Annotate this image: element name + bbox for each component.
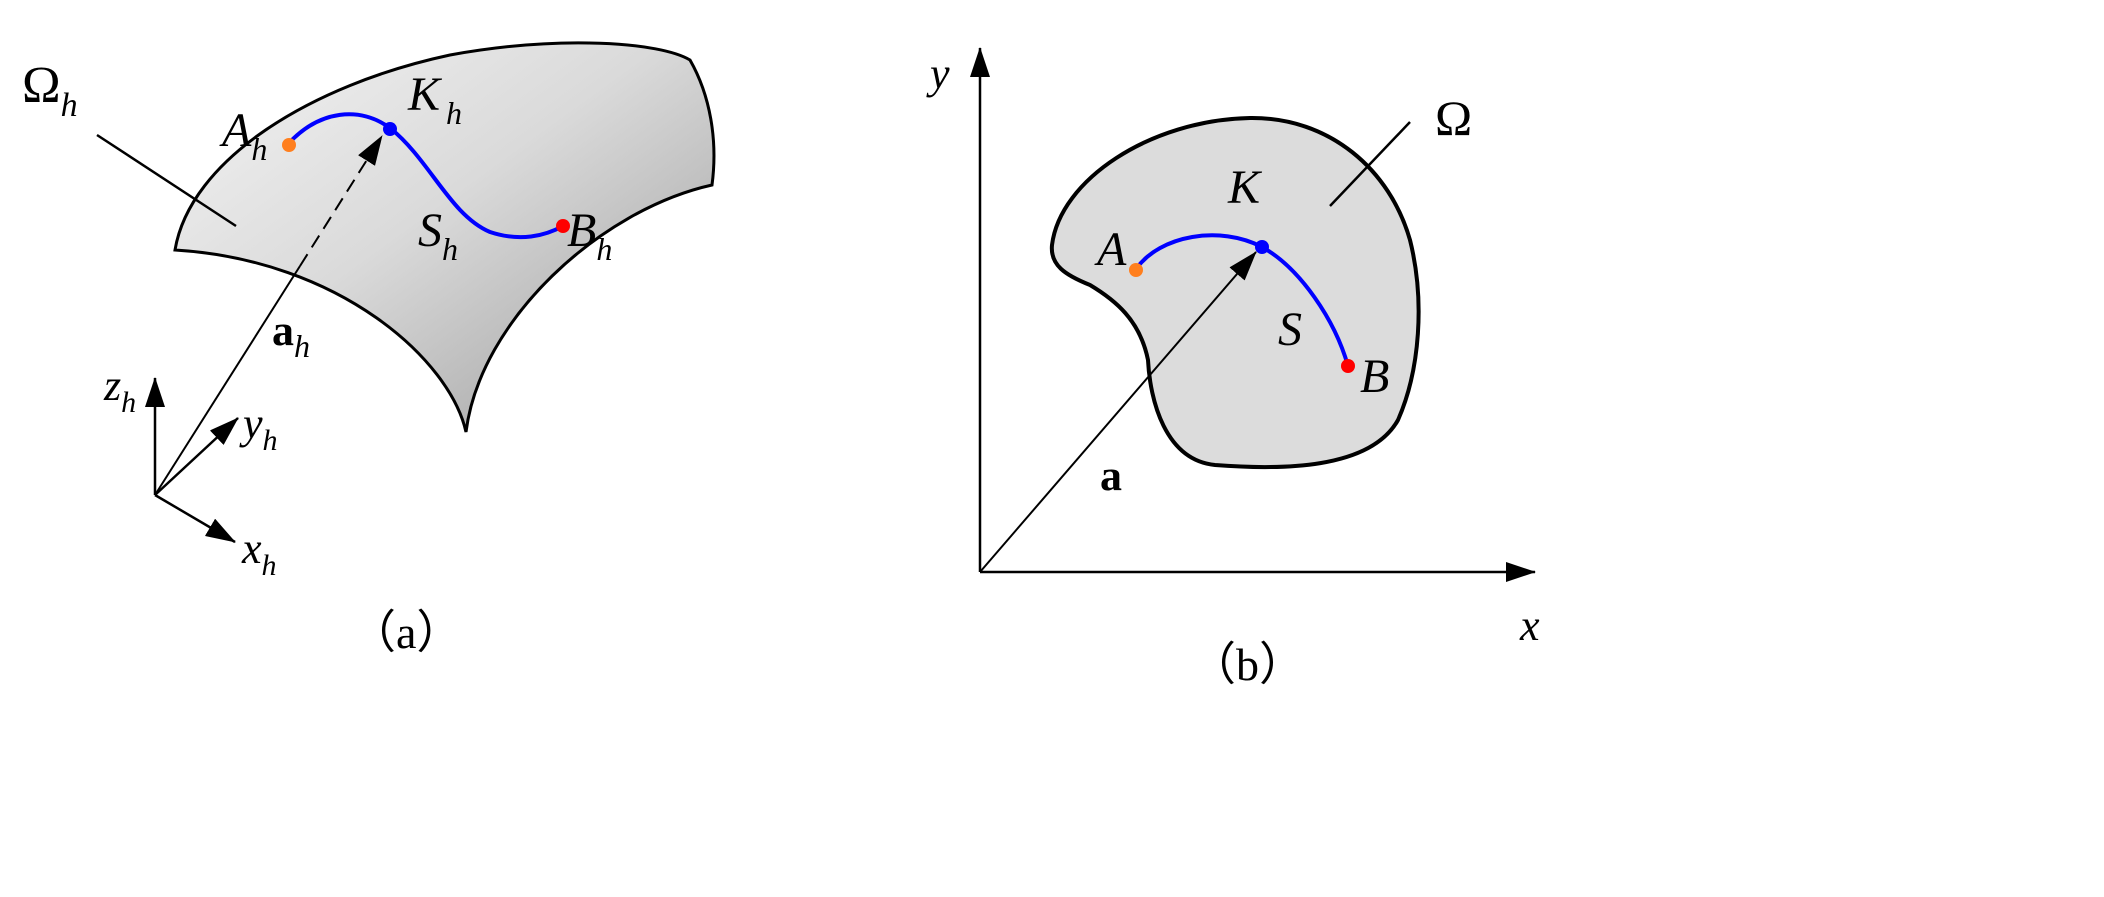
caption-a: （a） [350,607,462,658]
caption-b: （b） [1190,639,1305,690]
label-s: S [1278,303,1302,356]
label-s-h: Sh [418,204,458,267]
panel-b: y x Ω K A S B a （b） [926,47,1540,690]
surface-leader-line [96,133,237,228]
label-omega-h: Ωh [22,57,78,124]
point-b [1341,359,1355,373]
label-axis-z-h: zh [103,361,136,419]
point-b-h [556,219,570,233]
vector-a-h-dashed [299,135,383,267]
label-vector-a: a [1100,451,1122,500]
point-a-h [282,138,296,152]
region-leader-line [1329,121,1411,207]
point-a [1129,263,1143,277]
label-b: B [1360,350,1389,403]
label-axis-x: x [1519,601,1540,650]
label-a-h: Ah [219,104,267,167]
label-b-h: Bh [567,204,612,267]
axis-x-h [154,493,236,544]
point-k [1255,240,1269,254]
axis-y-h [154,417,239,496]
vector-a-h-solid [154,265,301,496]
label-axis-x-h: xh [241,524,277,582]
label-k: K [1227,161,1263,214]
label-omega: Ω [1435,90,1472,146]
vector-a [979,251,1257,573]
label-axis-y-h: yh [239,399,278,457]
region-omega [1049,115,1421,470]
label-axis-y: y [926,49,950,98]
surface-omega-h [173,41,716,433]
label-a: A [1094,223,1127,276]
curve-s-h [287,112,564,240]
label-vector-a-h: ah [272,306,310,364]
point-k-h [383,122,397,136]
